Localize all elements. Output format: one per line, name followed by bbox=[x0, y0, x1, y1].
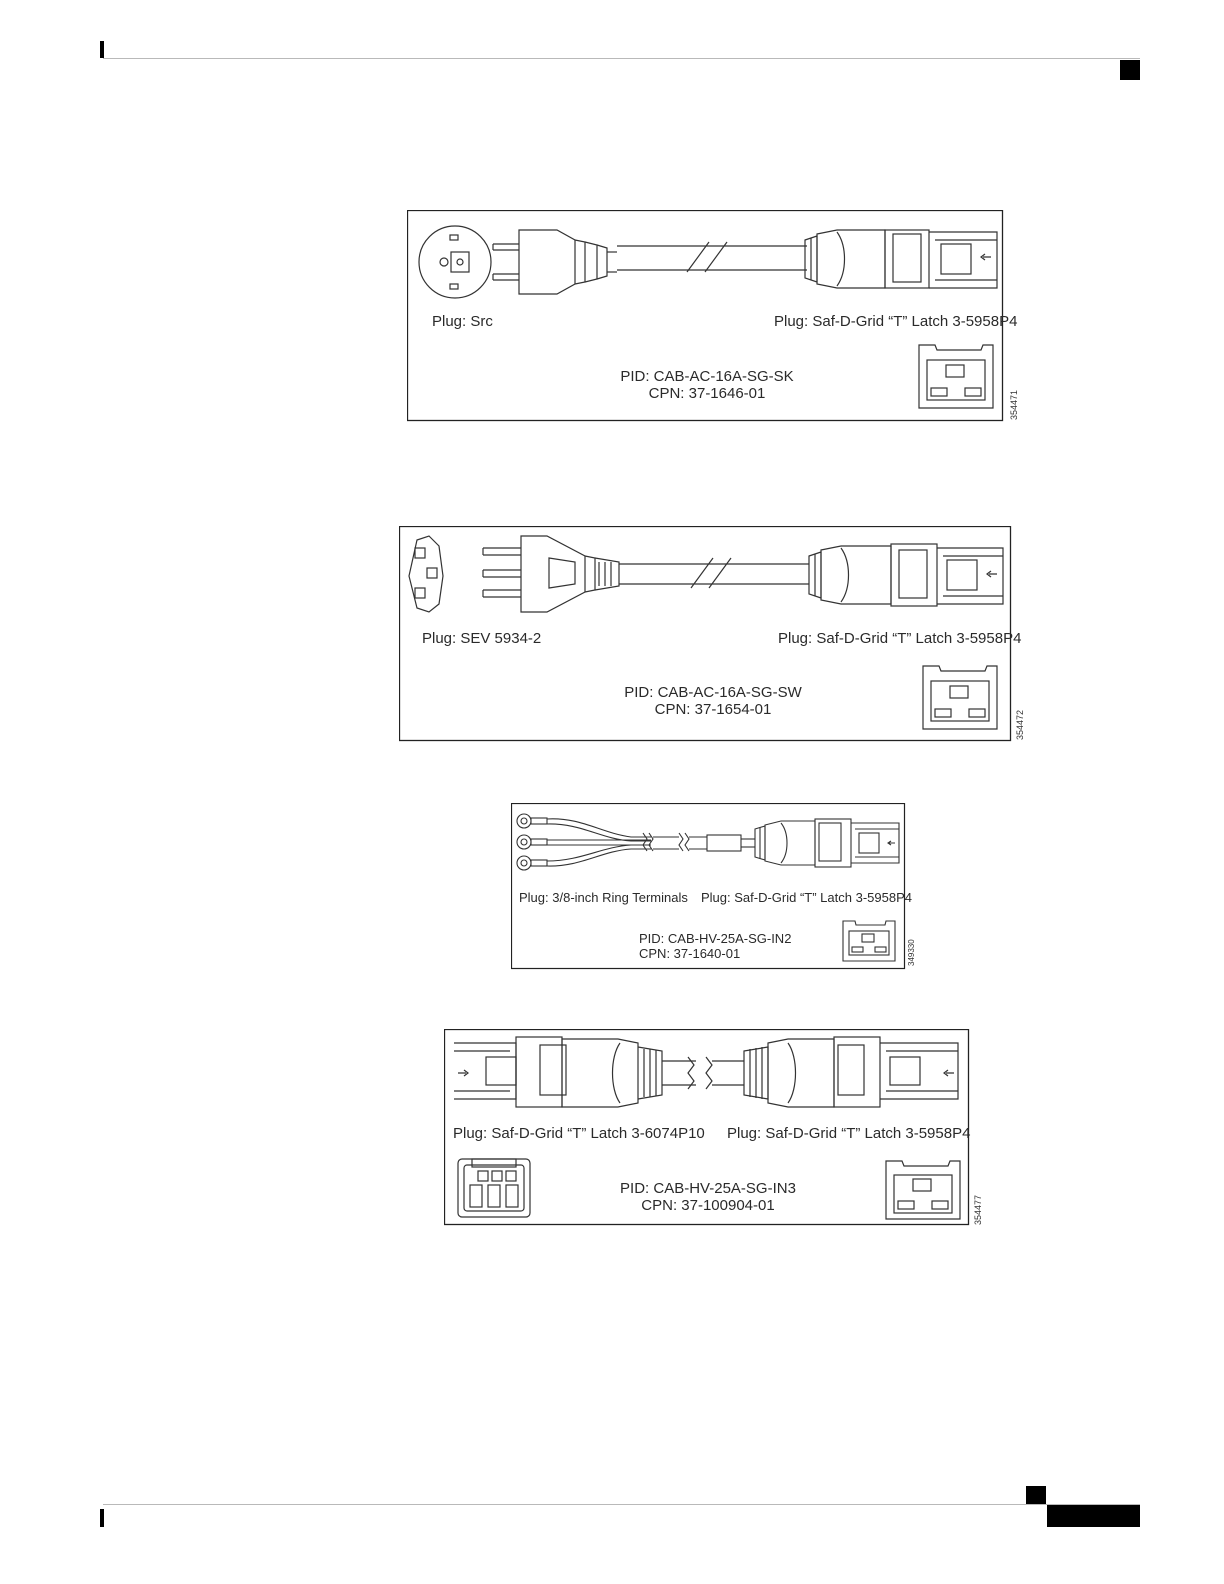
plug-right-label: Plug: Saf-D-Grid “T” Latch 3-5958P4 bbox=[774, 313, 1018, 330]
cable-illustration bbox=[444, 1029, 970, 1226]
plug-left-label: Plug: Src bbox=[432, 313, 493, 330]
plug-left-label: Plug: Saf-D-Grid “T” Latch 3-6074P10 bbox=[453, 1125, 705, 1142]
cable-illustration bbox=[407, 210, 1004, 422]
cpn-text: CPN: 37-1646-01 bbox=[648, 385, 766, 402]
cpn-text: CPN: 37-1640-01 bbox=[639, 946, 741, 961]
part-id-block: PID: CAB-AC-16A-SG-SW CPN: 37-1654-01 bbox=[603, 684, 823, 718]
pid-text: PID: CAB-HV-25A-SG-IN3 bbox=[620, 1180, 796, 1197]
cable-illustration bbox=[399, 526, 1012, 742]
figure-cab-ac-16a-sg-sw: Plug: SEV 5934-2 Plug: Saf-D-Grid “T” La… bbox=[399, 526, 1031, 746]
figure-number: 354471 bbox=[1009, 389, 1019, 420]
figure-number: 354472 bbox=[1015, 709, 1025, 740]
figure-cab-hv-25a-sg-in3: Plug: Saf-D-Grid “T” Latch 3-6074P10 Plu… bbox=[444, 1029, 984, 1231]
plug-left-label: Plug: SEV 5934-2 bbox=[422, 630, 542, 647]
pid-text: PID: CAB-AC-16A-SG-SK bbox=[620, 368, 794, 385]
part-id-block: PID: CAB-AC-16A-SG-SK CPN: 37-1646-01 bbox=[597, 368, 817, 402]
part-id-block: PID: CAB-HV-25A-SG-IN3 CPN: 37-100904-01 bbox=[608, 1180, 808, 1214]
pid-text: PID: CAB-AC-16A-SG-SW bbox=[624, 684, 802, 701]
footer-page-marker bbox=[1026, 1486, 1046, 1504]
header-corner-block bbox=[1120, 60, 1140, 80]
header-tick-mark bbox=[100, 41, 104, 58]
figure-number: 349330 bbox=[907, 939, 916, 966]
plug-right-label: Plug: Saf-D-Grid “T” Latch 3-5958P4 bbox=[701, 890, 912, 905]
footer-tick-mark bbox=[100, 1509, 104, 1527]
figure-cab-ac-16a-sg-sk: Plug: Src Plug: Saf-D-Grid “T” Latch 3-5… bbox=[407, 210, 1027, 425]
footer-page-tab bbox=[1047, 1505, 1140, 1527]
figure-cab-hv-25a-sg-in2: Plug: 3/8-inch Ring Terminals Plug: Saf-… bbox=[511, 803, 921, 975]
part-id-block: PID: CAB-HV-25A-SG-IN2 CPN: 37-1640-01 bbox=[639, 931, 791, 961]
figure-number: 354477 bbox=[973, 1194, 983, 1225]
cable-illustration bbox=[511, 803, 906, 970]
cpn-text: CPN: 37-100904-01 bbox=[641, 1197, 775, 1214]
plug-left-label: Plug: 3/8-inch Ring Terminals bbox=[519, 890, 688, 905]
header-rule bbox=[103, 58, 1140, 59]
pid-text: PID: CAB-HV-25A-SG-IN2 bbox=[639, 931, 792, 946]
plug-right-label: Plug: Saf-D-Grid “T” Latch 3-5958P4 bbox=[778, 630, 1022, 647]
footer-rule bbox=[103, 1504, 1140, 1505]
plug-right-label: Plug: Saf-D-Grid “T” Latch 3-5958P4 bbox=[727, 1125, 971, 1142]
cpn-text: CPN: 37-1654-01 bbox=[654, 701, 772, 718]
